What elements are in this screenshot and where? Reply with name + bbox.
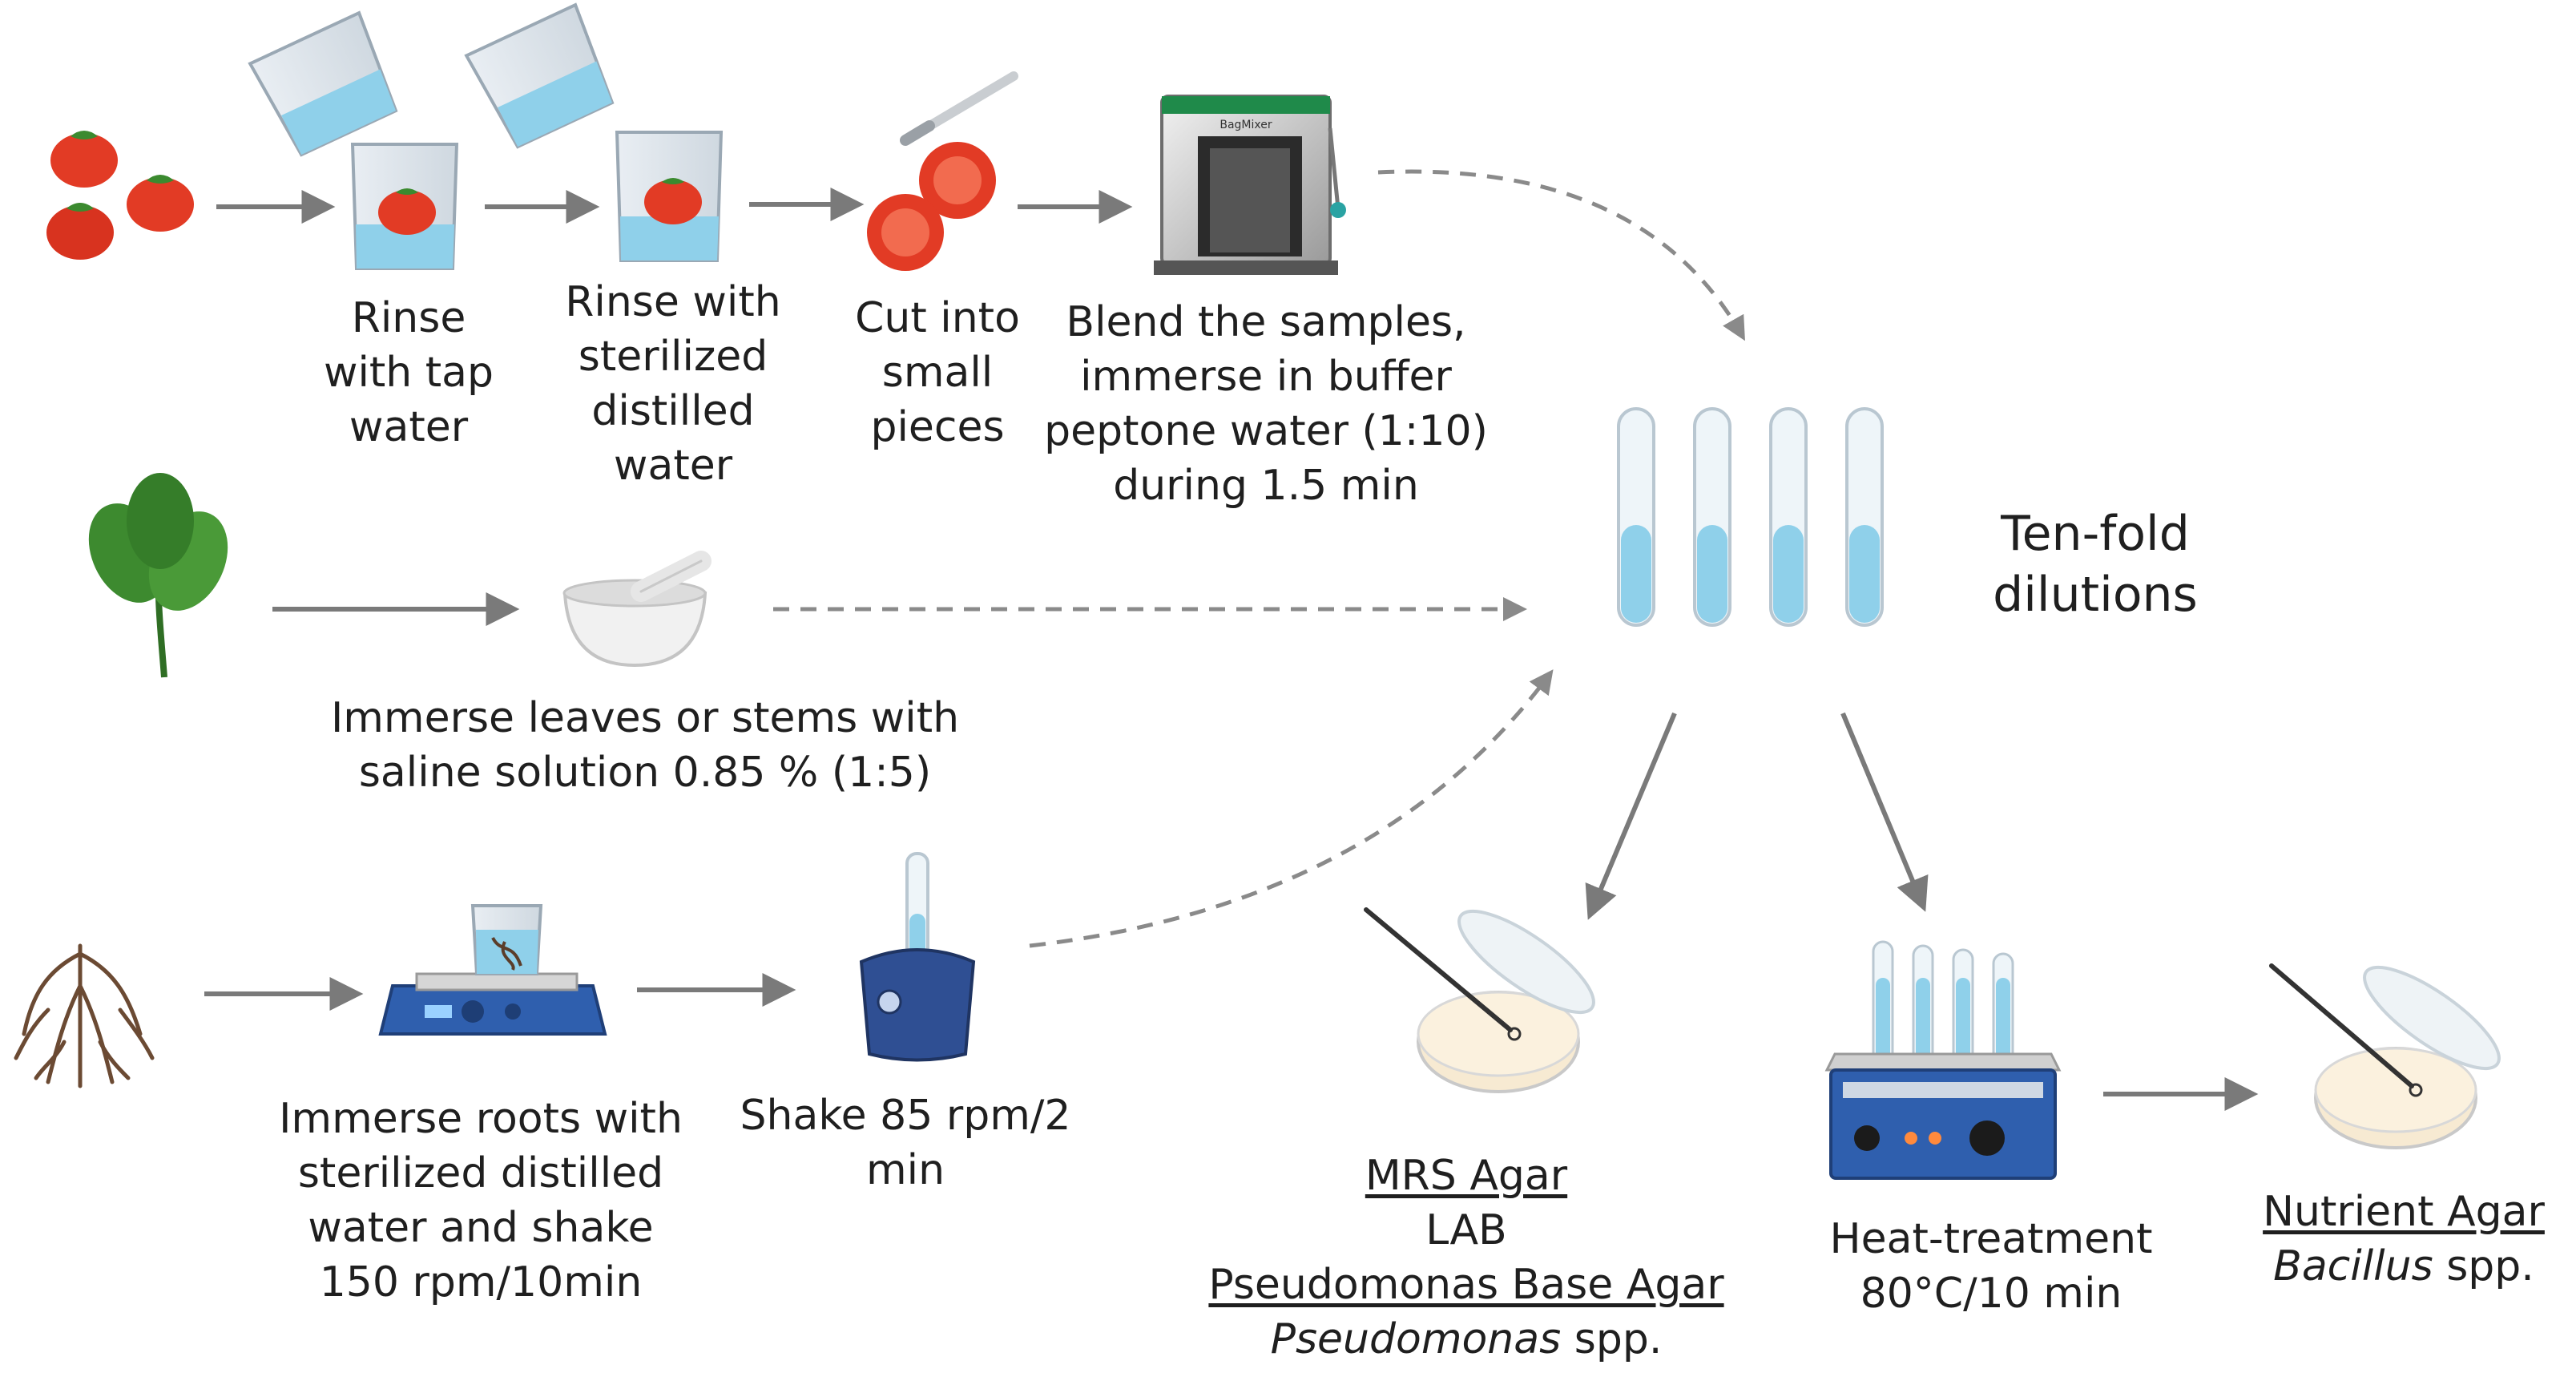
dilutions-line: dilutions <box>1993 567 2198 623</box>
pseudomonas-spp: spp. <box>1561 1315 1663 1363</box>
beaker-tomato-icon <box>615 131 724 262</box>
bacillus-genus: Bacillus <box>2273 1242 2433 1290</box>
step-roots-line: sterilized distilled <box>297 1149 664 1197</box>
spinach-leaves-icon <box>88 473 228 678</box>
step-leaves: Immerse leaves or stems with saline solu… <box>312 691 978 800</box>
step-cut: Cut into small pieces <box>833 291 1042 454</box>
step-rinse-sterile-line: sterilized <box>578 333 768 381</box>
step-rinse-sterile-line: water <box>613 442 733 490</box>
step-cut-line: pieces <box>870 403 1005 451</box>
mrs-agar-label: MRS Agar <box>1365 1152 1568 1200</box>
step-rinse-sterile-line: Rinse with <box>565 278 781 326</box>
nutrient-agar-label: Nutrient Agar <box>2263 1188 2545 1236</box>
bagmixer-blender-icon: BagMixer <box>1154 95 1346 275</box>
bacillus-spp-label: Bacillus spp. <box>2243 1239 2564 1294</box>
step-blend-line: Blend the samples, <box>1066 298 1466 346</box>
step-shake-line: Shake 85 rpm/2 <box>740 1092 1071 1140</box>
media-mrs-pseudomonas: MRS Agar LAB Pseudomonas Base Agar Pseud… <box>1154 1149 1779 1367</box>
cut-tomato-icon <box>867 142 996 271</box>
step-roots-line: Immerse roots with <box>279 1095 683 1143</box>
step-leaves-line: saline solution 0.85 % (1:5) <box>358 749 932 797</box>
scalpel-icon <box>900 71 1018 146</box>
step-heat-line: 80°C/10 min <box>1860 1270 2122 1318</box>
step-blend-line: during 1.5 min <box>1113 462 1419 510</box>
step-rinse-tap-line: Rinse <box>351 294 466 342</box>
step-rinse-tap: Rinse with tap water <box>312 291 505 454</box>
pseudomonas-spp-label: Pseudomonas spp. <box>1154 1312 1779 1367</box>
step-cut-line: Cut into <box>855 294 1020 342</box>
step-cut-line: small <box>881 349 994 397</box>
pseudomonas-genus: Pseudomonas <box>1270 1315 1562 1363</box>
petri-dish-mrs-icon <box>1364 907 1595 1093</box>
step-shake: Shake 85 rpm/2 min <box>729 1088 1082 1197</box>
test-tubes-icon <box>1617 407 1884 627</box>
media-nutrient: Nutrient Agar Bacillus spp. <box>2243 1185 2564 1294</box>
step-roots: Immerse roots with sterilized distilled … <box>264 1092 697 1310</box>
mortar-pestle-icon <box>562 551 712 668</box>
step-blend-line: immerse in buffer <box>1080 353 1452 401</box>
step-heat: Heat-treatment 80°C/10 min <box>1795 1212 2187 1321</box>
dashed-arrow-roots <box>1029 669 1554 948</box>
arrow-to-mrs <box>1585 712 1677 920</box>
dilutions-line: Ten-fold <box>2001 506 2190 562</box>
pouring-beaker-icon <box>248 10 398 157</box>
lab-label: LAB <box>1425 1206 1507 1254</box>
pouring-beaker-icon <box>464 2 615 149</box>
step-leaves-line: Immerse leaves or stems with <box>330 694 960 742</box>
step-blend: Blend the samples, immerse in buffer pep… <box>1030 295 1502 513</box>
step-roots-line: water and shake <box>308 1204 654 1252</box>
ten-fold-dilutions-label: Ten-fold dilutions <box>1939 503 2251 625</box>
step-roots-line: 150 rpm/10min <box>319 1258 643 1306</box>
tomatoes-icon <box>46 131 194 260</box>
roots-icon <box>14 943 155 1088</box>
bagmixer-label: BagMixer <box>1219 119 1272 131</box>
arrow-to-heat <box>1840 712 1929 912</box>
water-bath-icon <box>1824 940 2062 1180</box>
magnetic-stirrer-icon <box>378 904 607 1036</box>
bacillus-spp: spp. <box>2433 1242 2534 1290</box>
beaker-tomato-icon <box>350 143 459 270</box>
petri-dish-nutrient-icon <box>2269 963 2501 1149</box>
step-rinse-sterile-line: distilled <box>591 387 755 435</box>
pseudomonas-agar-label: Pseudomonas Base Agar <box>1208 1261 1724 1309</box>
step-shake-line: min <box>865 1146 945 1194</box>
step-rinse-tap-line: with tap <box>323 349 494 397</box>
step-heat-line: Heat-treatment <box>1829 1215 2153 1263</box>
step-rinse-tap-line: water <box>349 403 469 451</box>
step-rinse-sterile: Rinse with sterilized distilled water <box>553 275 793 493</box>
step-blend-line: peptone water (1:10) <box>1044 407 1488 455</box>
dashed-arrow-blend <box>1377 169 1745 341</box>
vortex-shaker-icon <box>859 852 976 1062</box>
